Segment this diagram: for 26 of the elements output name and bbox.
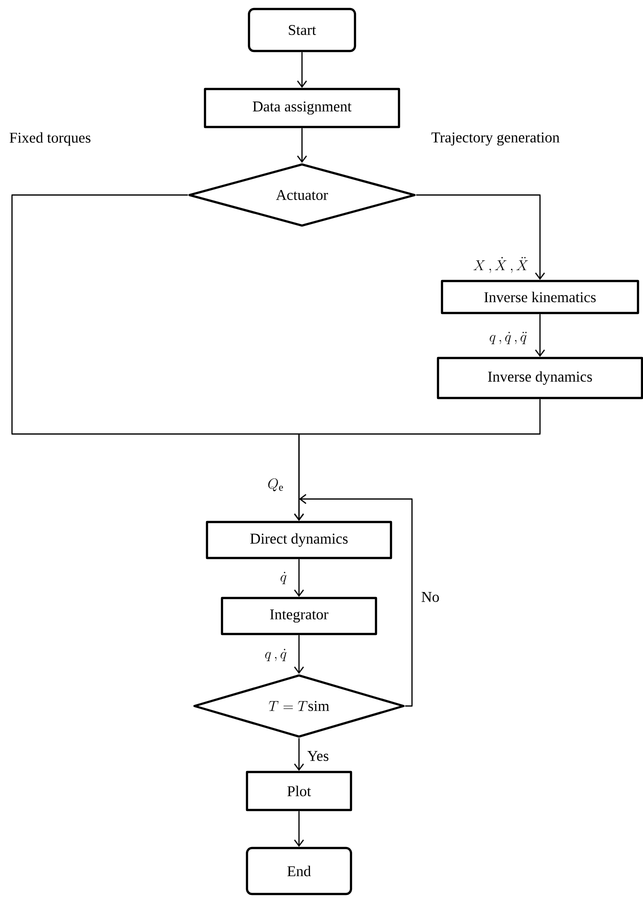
edge-label: Yes xyxy=(307,751,328,761)
arrow xyxy=(294,738,304,771)
process-box: Inverse dynamics xyxy=(436,356,643,400)
edge-label: $\dot{q}$ xyxy=(280,572,286,584)
edge-label: $q\,, \dot{q}$ xyxy=(265,648,286,662)
arrow xyxy=(294,399,541,521)
edge-label: Trajectory generation xyxy=(431,132,560,146)
arrow xyxy=(416,194,545,280)
arrow xyxy=(535,314,545,357)
process-box: Direct dynamics xyxy=(206,520,392,560)
arrow xyxy=(299,494,413,707)
edge-label: $q\,, \dot{q}\,, \ddot{q}$ xyxy=(490,332,527,344)
process-box: Plot xyxy=(246,770,352,812)
arrow xyxy=(297,52,307,88)
terminal-box: Start xyxy=(248,8,356,52)
process-box: Data assignment xyxy=(204,88,400,128)
arrow xyxy=(294,635,304,674)
edge-label: No xyxy=(422,592,439,602)
arrow xyxy=(294,559,304,597)
arrow xyxy=(294,811,304,847)
edge-label: Fixed torques xyxy=(10,132,90,146)
terminal-box: End xyxy=(246,846,352,896)
process-box: Integrator xyxy=(220,596,378,636)
arrow xyxy=(297,128,307,163)
process-box: Inverse kinematics xyxy=(440,280,640,314)
signal-label: $Q_{\mathrm{e}}$ xyxy=(268,478,283,492)
